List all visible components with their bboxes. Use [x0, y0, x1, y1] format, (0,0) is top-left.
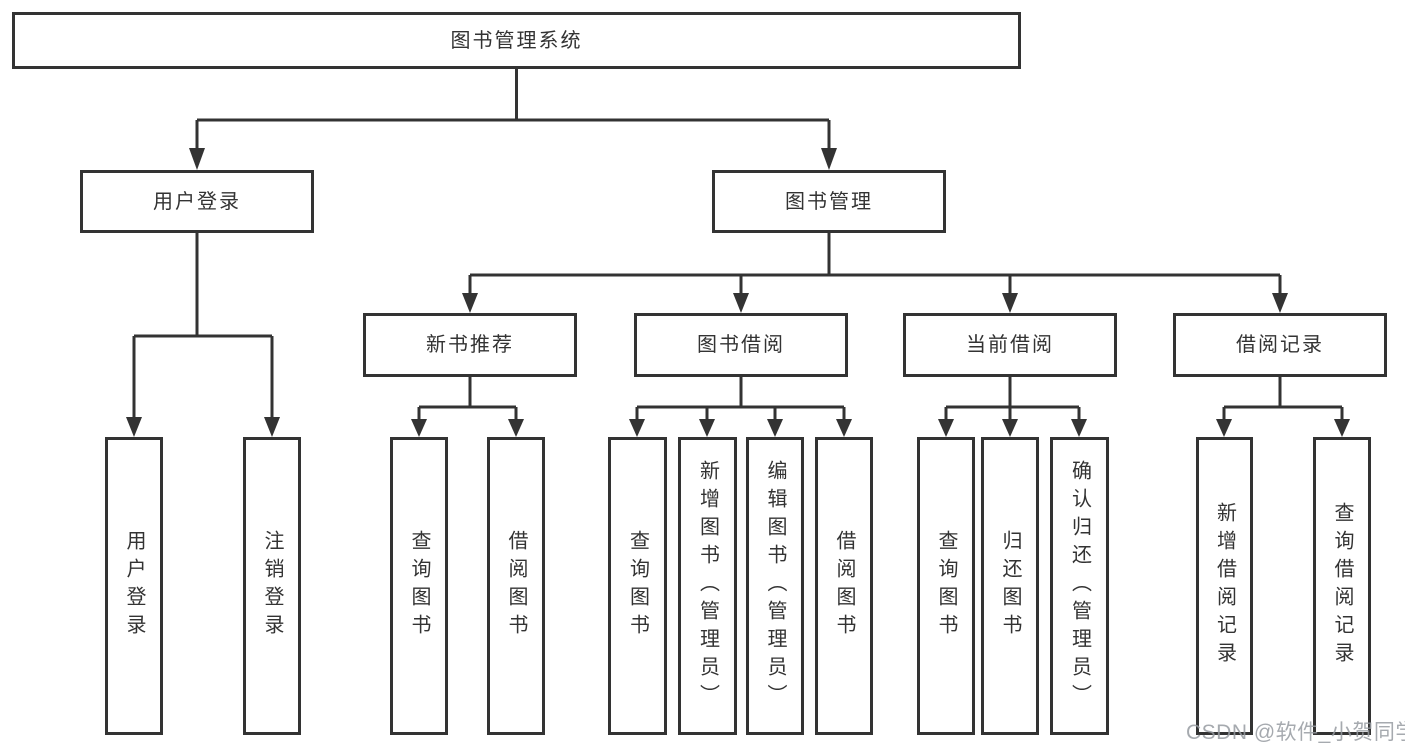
connector-user-login — [132, 233, 274, 419]
arrowhead — [767, 419, 783, 437]
node-user-login: 用户登录 — [80, 170, 314, 233]
connector-new-book-recommendation — [417, 377, 518, 421]
leaf-confirm-return-admin: 确认归还（管理员） — [1050, 437, 1109, 735]
arrowhead — [629, 419, 645, 437]
node-book-management: 图书管理 — [712, 170, 946, 233]
leaf-query-books: 查询图书 — [608, 437, 667, 735]
leaf-add-book-admin: 新增图书（管理员） — [678, 437, 737, 735]
leaf-query-books: 查询图书 — [390, 437, 448, 735]
connector-root — [195, 69, 831, 152]
arrowhead — [1334, 419, 1350, 437]
arrowhead — [126, 417, 142, 437]
arrowhead — [264, 417, 280, 437]
leaf-logout: 注销登录 — [243, 437, 301, 735]
leaf-borrow-books: 借阅图书 — [487, 437, 545, 735]
csdn-watermark: CSDN @软件_小贺同学 — [1186, 721, 1405, 744]
node-new-book-recommendation: 新书推荐 — [363, 313, 577, 377]
arrowhead — [821, 148, 837, 170]
arrowhead — [1002, 419, 1018, 437]
arrowhead — [1002, 293, 1018, 313]
arrowhead — [938, 419, 954, 437]
arrowhead — [508, 419, 524, 437]
connector-book-management — [468, 233, 1282, 295]
arrowhead — [411, 419, 427, 437]
arrowhead — [462, 293, 478, 313]
leaf-query-borrow-record: 查询借阅记录 — [1313, 437, 1371, 735]
leaf-borrow-books: 借阅图书 — [815, 437, 873, 735]
arrowhead — [1272, 293, 1288, 313]
arrowhead — [1216, 419, 1232, 437]
node-borrowing-records: 借阅记录 — [1173, 313, 1387, 377]
node-book-borrowing: 图书借阅 — [634, 313, 848, 377]
leaf-return-books: 归还图书 — [981, 437, 1039, 735]
arrowhead — [189, 148, 205, 170]
leaf-query-books: 查询图书 — [917, 437, 975, 735]
node-current-borrowing: 当前借阅 — [903, 313, 1117, 377]
node-library-system: 图书管理系统 — [12, 12, 1021, 69]
leaf-edit-book-admin: 编辑图书（管理员） — [746, 437, 804, 735]
connector-current-borrowing — [944, 377, 1081, 421]
arrowhead — [733, 293, 749, 313]
arrowhead — [1071, 419, 1087, 437]
connector-book-borrowing — [635, 377, 846, 421]
arrowhead — [699, 419, 715, 437]
connector-borrowing-records — [1222, 377, 1344, 421]
arrowhead — [836, 419, 852, 437]
leaf-add-borrow-record: 新增借阅记录 — [1196, 437, 1253, 735]
leaf-user-login: 用户登录 — [105, 437, 163, 735]
